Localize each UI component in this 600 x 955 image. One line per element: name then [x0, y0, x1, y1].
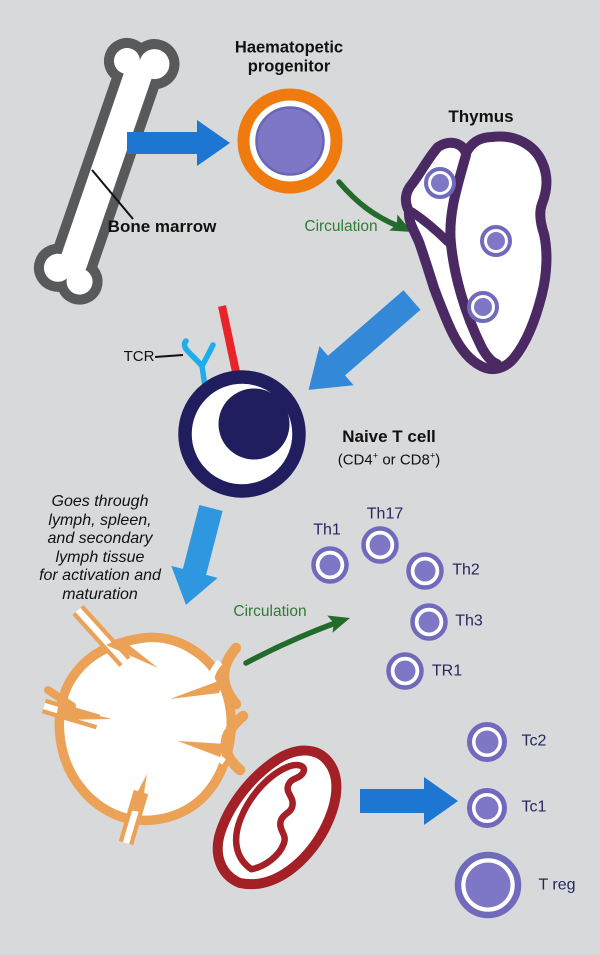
circulation-mid-label: Circulation	[233, 602, 307, 620]
th17-cell	[361, 526, 399, 564]
circulation-arrow-mid	[243, 615, 350, 666]
journey-note: Goes through lymph, spleen, and secondar…	[39, 493, 161, 603]
arrow-bone-to-progenitor	[127, 120, 230, 166]
circulation-top-label: Circulation	[304, 217, 378, 235]
thymocyte-cell	[467, 291, 499, 323]
treg-cell	[454, 851, 522, 919]
tcr-red-rod	[218, 305, 240, 373]
th3-label: Th3	[455, 612, 483, 630]
spleen-icon	[212, 745, 342, 890]
haematopoietic-progenitor-cell	[237, 88, 343, 194]
naive-t-cell-title: Naive T cell	[342, 426, 436, 446]
tc2-cell	[467, 722, 507, 762]
thymus-icon	[400, 131, 552, 375]
naive-t-cell-nucleus	[218, 388, 290, 460]
thymocyte-cell	[480, 225, 512, 257]
spleen-inner-vessel	[232, 761, 308, 873]
tc1-cell	[467, 788, 507, 828]
circulation-arrow-top	[336, 179, 412, 232]
tr1-cell	[386, 652, 424, 690]
thymocyte-cell	[424, 167, 456, 199]
th3-cell	[410, 603, 448, 641]
treg-label: T reg	[538, 876, 576, 894]
th2-label: Th2	[452, 561, 480, 579]
th1-label: Th1	[313, 521, 341, 539]
tc2-label: Tc2	[521, 732, 547, 750]
progenitor-label: Haematopetic progenitor	[235, 39, 343, 78]
naive-t-cell-subtitle: (CD4+ or CD8+)	[337, 450, 441, 469]
th17-label: Th17	[366, 505, 404, 523]
arrow-naive-to-lymph-node	[171, 504, 223, 605]
bone-marrow-leader-line	[91, 169, 134, 220]
tcr-leader-line	[154, 354, 184, 358]
naive-t-cell	[178, 305, 306, 498]
thymus-label: Thymus	[448, 106, 514, 126]
arrow-spleen-to-tc	[360, 777, 458, 825]
th1-cell	[311, 546, 349, 584]
bone-icon	[33, 38, 180, 305]
tr1-label: TR1	[431, 662, 463, 680]
tc1-label: Tc1	[521, 798, 547, 816]
th2-cell	[406, 552, 444, 590]
progenitor-label-line2: progenitor	[247, 58, 331, 76]
tcr-label: TCR	[123, 348, 155, 366]
bone-marrow-label: Bone marrow	[107, 216, 217, 236]
lymph-node-icon	[41, 604, 249, 846]
arrow-thymus-to-naive	[308, 290, 421, 390]
thymus-lobe-divider-2	[407, 207, 453, 247]
progenitor-label-line1: Haematopetic	[234, 38, 344, 57]
thymus-lobe-divider	[445, 150, 502, 369]
